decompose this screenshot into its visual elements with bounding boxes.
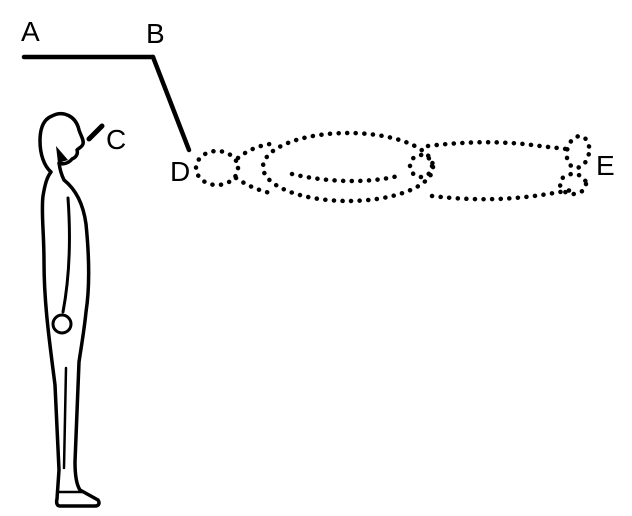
leg-split-line bbox=[62, 366, 68, 470]
label-b: B bbox=[146, 18, 165, 49]
lying-leg-bottom bbox=[429, 187, 575, 202]
lying-torso bbox=[260, 130, 436, 204]
label-c: C bbox=[106, 124, 127, 155]
label-a: A bbox=[21, 16, 40, 47]
lying-hip-joint bbox=[407, 152, 435, 180]
lying-head bbox=[193, 148, 241, 188]
jaw-shadow bbox=[56, 146, 68, 163]
standing-person-outline bbox=[38, 111, 101, 508]
standing-person-figure bbox=[38, 111, 101, 508]
label-e: E bbox=[596, 150, 615, 181]
sight-line-bd bbox=[150, 54, 192, 153]
lying-foot-lower bbox=[557, 171, 589, 197]
hand-circle bbox=[51, 313, 73, 335]
lying-arm bbox=[289, 171, 401, 184]
lying-leg-top bbox=[425, 140, 569, 152]
lying-neck-top bbox=[235, 141, 273, 161]
arm-line bbox=[61, 196, 71, 314]
eye-tick-mark bbox=[86, 123, 105, 142]
lying-neck-bottom bbox=[233, 175, 273, 196]
lying-foot-upper bbox=[564, 133, 592, 171]
lying-person-figure bbox=[193, 130, 592, 204]
label-d: D bbox=[170, 156, 191, 187]
